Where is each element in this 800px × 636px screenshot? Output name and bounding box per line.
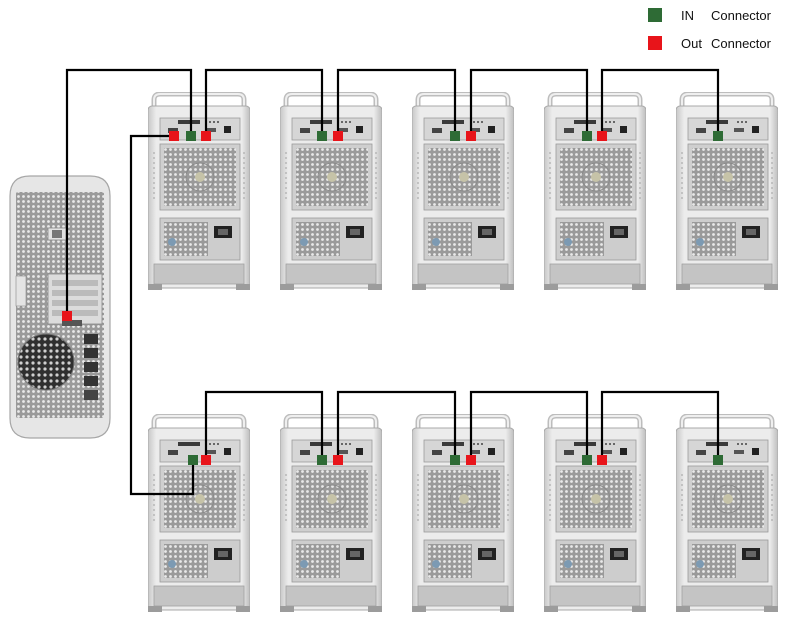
e4-out-connector xyxy=(597,131,607,141)
e8-out-connector xyxy=(466,455,476,465)
e9-out-connector xyxy=(597,455,607,465)
legend-in-swatch xyxy=(648,8,662,22)
legend: IN Connector Out Connector xyxy=(648,8,772,51)
enclosure-8 xyxy=(412,416,514,612)
e3-out-connector xyxy=(466,131,476,141)
enclosure-7 xyxy=(280,416,382,612)
legend-out-key: Out xyxy=(681,36,702,51)
e3-in-connector xyxy=(450,131,460,141)
enclosure-10 xyxy=(676,416,778,612)
e8-in-connector xyxy=(450,455,460,465)
e1-in-connector xyxy=(186,131,196,141)
enclosure-row-bottom xyxy=(148,416,778,612)
e10-in-connector xyxy=(713,455,723,465)
e1-out-connector-2 xyxy=(169,131,179,141)
legend-out-swatch xyxy=(648,36,662,50)
enclosure-6 xyxy=(148,416,250,612)
enclosure-5 xyxy=(676,94,778,290)
host-out-connector xyxy=(62,311,72,321)
e4-in-connector xyxy=(582,131,592,141)
enclosure-2 xyxy=(280,94,382,290)
legend-in-key: IN xyxy=(681,8,694,23)
e6-in-connector xyxy=(188,455,198,465)
enclosure-row-top xyxy=(148,94,778,290)
enclosure-4 xyxy=(544,94,646,290)
host-computer-tower xyxy=(10,176,110,438)
e9-in-connector xyxy=(582,455,592,465)
e2-out-connector xyxy=(333,131,343,141)
enclosure-9 xyxy=(544,416,646,612)
e7-in-connector xyxy=(317,455,327,465)
e1-out-connector xyxy=(201,131,211,141)
e5-in-connector xyxy=(713,131,723,141)
legend-in-label: Connector xyxy=(711,8,772,23)
e7-out-connector xyxy=(333,455,343,465)
legend-out-label: Connector xyxy=(711,36,772,51)
enclosure-1 xyxy=(148,94,250,290)
e6-out-connector xyxy=(201,455,211,465)
enclosure-3 xyxy=(412,94,514,290)
e2-in-connector xyxy=(317,131,327,141)
